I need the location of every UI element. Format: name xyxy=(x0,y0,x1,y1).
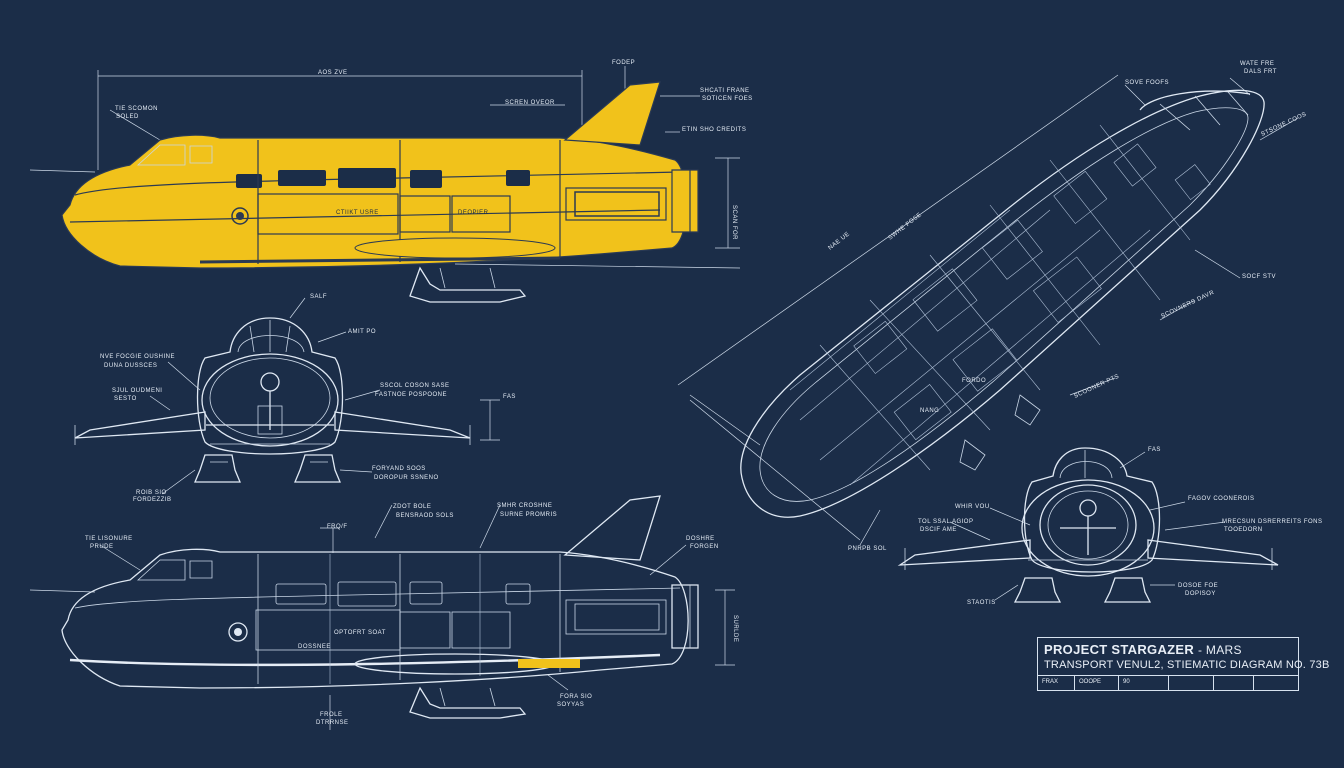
svg-text:DEOPIER: DEOPIER xyxy=(458,210,489,216)
svg-text:FAGOV COONEROIS: FAGOV COONEROIS xyxy=(1188,496,1255,502)
dim-label-oblique: NAE UE xyxy=(828,231,852,251)
front-view-right: FAS WHIR VOU TOL SSAL AGIOP DSCIF AME FA… xyxy=(897,447,1323,606)
svg-text:SCAN FOR: SCAN FOR xyxy=(731,205,737,240)
svg-text:FASTNOE POSPOONE: FASTNOE POSPOONE xyxy=(375,392,447,398)
svg-text:FODEP: FODEP xyxy=(612,60,635,66)
side-view-yellow: AOS ZVE xyxy=(29,60,753,303)
dim-label-front-right: FAS xyxy=(1148,447,1161,453)
svg-text:FORDEZZIB: FORDEZZIB xyxy=(133,497,172,503)
title-field-6 xyxy=(1253,675,1298,690)
svg-text:WHIR VOU: WHIR VOU xyxy=(955,504,990,510)
svg-text:DSCIF AME: DSCIF AME xyxy=(920,527,957,533)
front-view-left: SALF AMIT PO NVE FOCGIE OUSHINE DUNA DUS… xyxy=(74,294,516,503)
svg-text:TIE LISONURE: TIE LISONURE xyxy=(85,536,133,542)
svg-text:SURNE PROMRIS: SURNE PROMRIS xyxy=(500,512,557,518)
svg-text:SCOONER PTS: SCOONER PTS xyxy=(1073,374,1120,400)
dim-label-top: AOS ZVE xyxy=(318,70,348,76)
svg-text:SCOVNERS DAVR: SCOVNERS DAVR xyxy=(1160,290,1215,320)
svg-text:SOYYAS: SOYYAS xyxy=(557,702,584,708)
svg-text:DOPISOY: DOPISOY xyxy=(1185,591,1216,597)
svg-text:SHCATI FRANE: SHCATI FRANE xyxy=(700,88,750,94)
title-field-5 xyxy=(1213,675,1253,690)
project-title: PROJECT STARGAZER - MARS xyxy=(1044,642,1242,657)
svg-text:DOSHRE: DOSHRE xyxy=(686,536,715,542)
svg-text:SJUL OUDMENI: SJUL OUDMENI xyxy=(112,388,162,394)
title-block: PROJECT STARGAZER - MARS TRANSPORT VENUL… xyxy=(1037,637,1329,691)
svg-text:NVE FOCGIE OUSHINE: NVE FOCGIE OUSHINE xyxy=(100,354,175,360)
svg-text:NANG: NANG xyxy=(920,408,939,414)
svg-text:CTIIKT USRE: CTIIKT USRE xyxy=(336,210,379,216)
svg-text:SOCF STV: SOCF STV xyxy=(1242,274,1276,280)
svg-text:DUNA DUSSCES: DUNA DUSSCES xyxy=(104,363,157,369)
svg-text:SCREN OVEOR: SCREN OVEOR xyxy=(505,100,555,106)
svg-text:MRECSUN DSRERREITS FONS: MRECSUN DSRERREITS FONS xyxy=(1222,519,1323,525)
svg-text:ZDOT BOLE: ZDOT BOLE xyxy=(393,504,431,510)
svg-text:FORDO: FORDO xyxy=(962,378,986,384)
svg-text:FORYAND SOOS: FORYAND SOOS xyxy=(372,466,426,472)
svg-text:AMIT PO: AMIT PO xyxy=(348,329,376,335)
svg-text:DOSSNEE: DOSSNEE xyxy=(298,644,331,650)
svg-text:SSCOL COSON SASE: SSCOL COSON SASE xyxy=(380,383,449,389)
project-suffix: - MARS xyxy=(1197,643,1242,657)
side-view-outline: TIE LISONURE PRUDE FRQ/F ZDOT BOLE BENSR… xyxy=(29,495,738,730)
svg-text:ETIN SHO CREDITS: ETIN SHO CREDITS xyxy=(682,127,746,133)
title-field-4 xyxy=(1168,675,1213,690)
svg-text:DOROPUR SSNENO: DOROPUR SSNENO xyxy=(374,475,439,481)
svg-text:STSONE COOS: STSONE COOS xyxy=(1260,111,1307,137)
title-field-3: 90 xyxy=(1118,675,1168,690)
svg-text:FORA SIO: FORA SIO xyxy=(560,694,592,700)
svg-text:FORGEN: FORGEN xyxy=(690,544,719,550)
svg-text:BENSRAOD SOLS: BENSRAOD SOLS xyxy=(396,513,454,519)
svg-text:WATE FRE: WATE FRE xyxy=(1240,61,1274,67)
svg-text:TOL SSAL AGIOP: TOL SSAL AGIOP xyxy=(918,519,973,525)
project-name: PROJECT STARGAZER xyxy=(1044,642,1195,657)
svg-text:DTRRNSE: DTRRNSE xyxy=(316,720,349,726)
dim-label-outline: FRQ/F xyxy=(327,524,348,530)
dim-label-front-left: SALF xyxy=(310,294,327,300)
title-field-1: FRAX xyxy=(1042,679,1059,685)
svg-text:SOTICEN FOES: SOTICEN FOES xyxy=(702,96,753,102)
svg-text:ROIB SIO: ROIB SIO xyxy=(136,490,167,496)
svg-text:SOVE FOOFS: SOVE FOOFS xyxy=(1125,80,1169,86)
svg-text:FROLE: FROLE xyxy=(320,712,343,718)
svg-text:SOLED: SOLED xyxy=(116,114,139,120)
svg-text:TOOEDORN: TOOEDORN xyxy=(1224,527,1263,533)
svg-text:SESTO: SESTO xyxy=(114,396,137,402)
diagram-subtitle: TRANSPORT VENUL2, STIEMATIC DIAGRAM NO. … xyxy=(1044,659,1330,671)
svg-text:DALS FRT: DALS FRT xyxy=(1244,69,1277,75)
svg-text:PNRPB SOL: PNRPB SOL xyxy=(848,546,887,552)
svg-text:TIE SCOMON: TIE SCOMON xyxy=(115,106,158,112)
title-field-2: OOOPE xyxy=(1074,675,1118,690)
svg-text:OPTOFRT SOAT: OPTOFRT SOAT xyxy=(334,630,386,636)
oblique-plan-view: SOVE FOOFS WATE FRE DALS FRT STSONE COOS… xyxy=(677,61,1308,552)
svg-text:FAS: FAS xyxy=(503,394,516,400)
svg-text:STAOTIS: STAOTIS xyxy=(967,600,996,606)
svg-text:SMHR CROSHNE: SMHR CROSHNE xyxy=(497,503,552,509)
svg-text:DOSOE FOE: DOSOE FOE xyxy=(1178,583,1218,589)
svg-text:PRUDE: PRUDE xyxy=(90,544,114,550)
svg-text:SURLDE: SURLDE xyxy=(732,615,738,642)
svg-text:SWHE FOSE: SWHE FOSE xyxy=(888,212,924,242)
